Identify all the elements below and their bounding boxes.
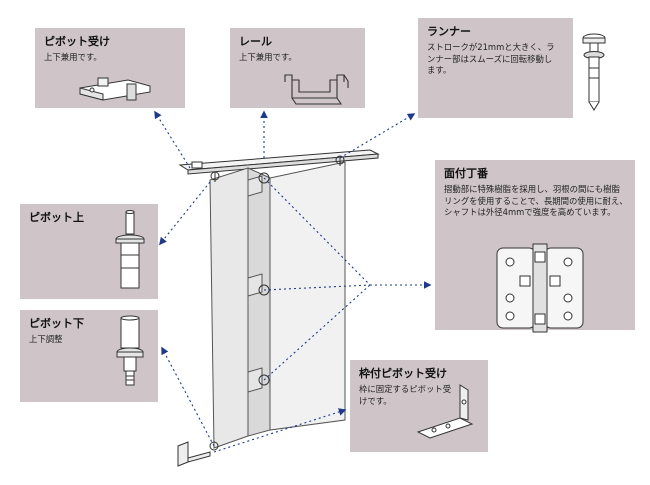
panel-description: 枠に固定するピボット受けです。: [359, 384, 452, 406]
panel-title: 面付丁番: [444, 167, 488, 180]
folding-door: [209, 158, 346, 449]
panel-title: ピボット上: [29, 211, 84, 224]
panel-title: 枠付ピボット受け: [359, 367, 447, 380]
top-rail: [178, 149, 380, 175]
panel-rail: レール 上下兼用です。: [230, 28, 365, 108]
rail-part: [284, 74, 349, 105]
panel-description: ストロークが21mmと大きく、ランナー部はスムーズに回転移動します。: [427, 42, 555, 75]
panel-description: 上下兼用です。: [239, 52, 297, 62]
panel-runner: ランナー ストロークが21mmと大きく、ランナー部はスムーズに回転移動します。: [418, 18, 573, 118]
panel-title: レール: [239, 35, 272, 48]
panel-description: 摺動部に特殊樹脂を採用し、羽根の間にも樹脂リングを使用することで、長期間の使用に…: [444, 184, 628, 217]
surface-hinge-part: [496, 243, 584, 333]
pivot-upper-part: [115, 210, 145, 289]
panel-title: ピボット受け: [44, 35, 110, 48]
pivot-receiver-part: [79, 77, 151, 101]
panel-description: 上下兼用です。: [44, 52, 102, 62]
attachment-points: [209, 155, 345, 451]
leader-lines: [154, 110, 432, 453]
runner-part: [582, 33, 606, 111]
panel-description: 上下調整: [29, 334, 63, 344]
panel-title: ランナー: [427, 25, 471, 38]
frame-pivot-receiver-part: [416, 384, 474, 439]
panel-title: ピボット下: [29, 317, 84, 330]
bottom-bracket: [177, 441, 211, 467]
pivot-lower-part: [116, 315, 144, 386]
